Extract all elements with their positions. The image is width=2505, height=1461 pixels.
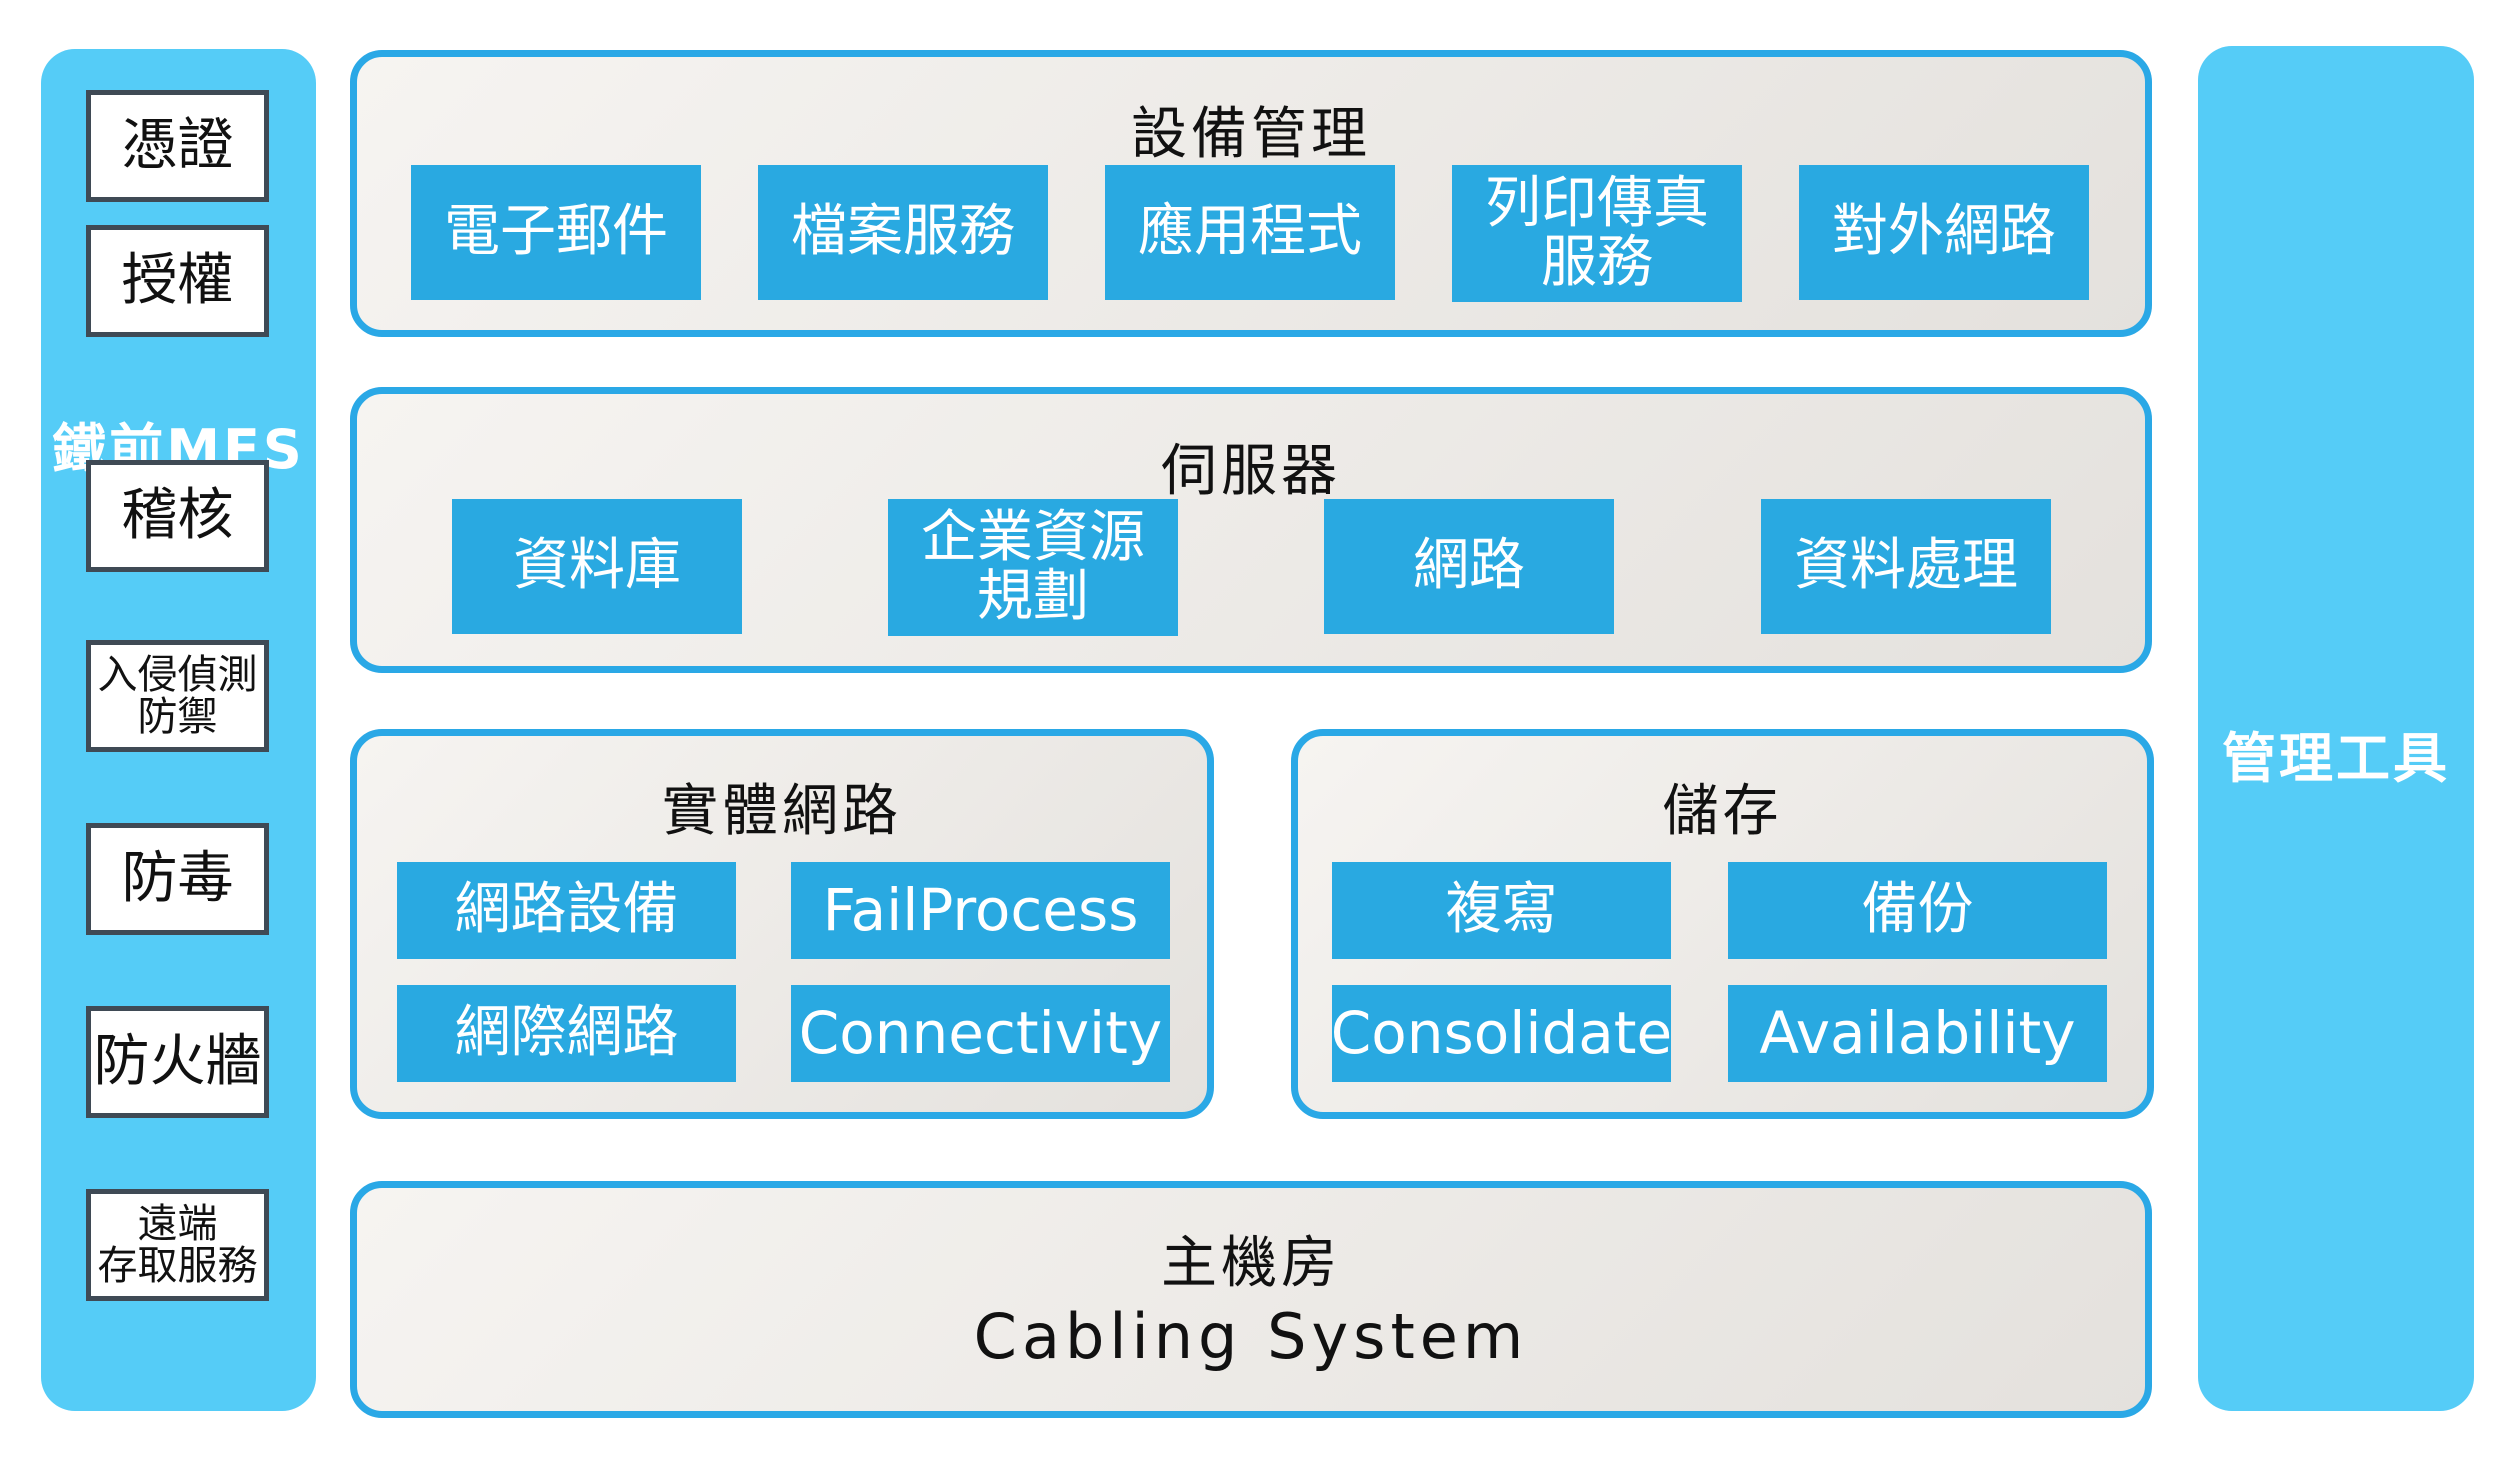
badge-remote-line1: 遠端 [137,1201,218,1247]
badge-authorization: 授權 [86,225,269,337]
panel-datacenter-title: 主機房 [1161,1231,1341,1296]
tile-email: 電子郵件 [411,165,701,300]
tile-failprocess: FailProcess [791,862,1170,959]
badge-certificate: 憑證 [86,90,269,202]
tile-erp: 企業資源 規劃 [888,499,1178,636]
left-security-column: 鐵前MES 憑證 授權 稽核 入侵偵測 防禦 防毒 防火牆 遠端 存取服務 [41,49,316,1411]
tile-database: 資料庫 [452,499,742,634]
tile-application: 應用程式 [1105,165,1395,300]
badge-remote-access: 遠端 存取服務 [86,1189,269,1301]
badge-antivirus: 防毒 [86,823,269,935]
panel-servers-title: 伺服器 [1161,439,1341,504]
tile-file-service: 檔案服務 [758,165,1048,300]
panel-storage-title: 儲存 [1662,779,1783,844]
tile-availability: Availability [1728,985,2107,1082]
tile-backup: 備份 [1728,862,2107,959]
tile-print-fax: 列印傳真 服務 [1452,165,1742,302]
badge-intrusion-line2: 防禦 [137,694,218,740]
badge-remote-line2: 存取服務 [97,1243,258,1289]
panel-datacenter-subtitle: Cabling System [973,1300,1529,1373]
tile-connectivity: Connectivity [791,985,1170,1082]
badge-firewall: 防火牆 [86,1006,269,1118]
right-column-title: 管理工具 [2222,727,2450,790]
tile-network-devices: 網路設備 [397,862,736,959]
panel-physical-network-title: 實體網路 [662,779,902,844]
panel-device-management-title: 設備管理 [1131,102,1371,167]
tile-external-network: 對外網路 [1799,165,2089,300]
panel-datacenter: 主機房 Cabling System [350,1181,2152,1418]
tile-erp-line2: 規劃 [977,563,1089,629]
badge-intrusion-prevention: 入侵偵測 防禦 [86,640,269,752]
tile-erp-line1: 企業資源 [921,504,1145,570]
tile-replication: 複寫 [1332,862,1671,959]
tile-data-processing: 資料處理 [1761,499,2051,634]
tile-print-fax-line2: 服務 [1541,229,1653,295]
badge-audit: 稽核 [86,460,269,572]
tile-consolidate: Consolidate [1331,985,1672,1082]
tile-print-fax-line1: 列印傳真 [1485,170,1709,236]
badge-intrusion-line1: 入侵偵測 [97,652,258,698]
tile-internet: 網際網路 [397,985,736,1082]
right-management-column: 管理工具 [2198,46,2474,1411]
tile-network: 網路 [1324,499,1614,634]
